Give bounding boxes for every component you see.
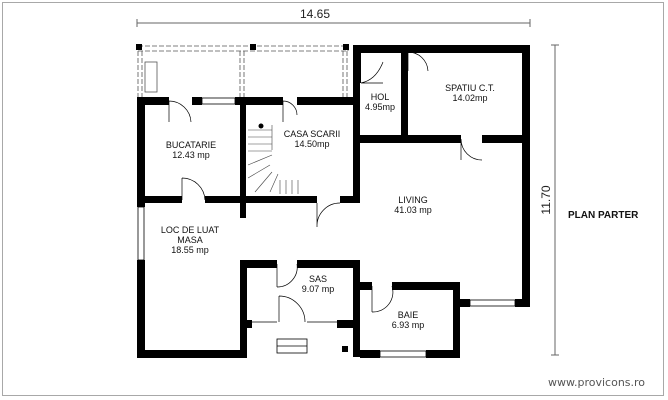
staircase (247, 125, 299, 194)
terrace-bench (144, 61, 158, 93)
terrace-pergola (137, 45, 349, 98)
height-dimension (551, 44, 559, 356)
room-sas-area: 9.07 mp (302, 284, 335, 294)
room-sas-name: SAS (309, 274, 327, 284)
width-dimension-label: 14.65 (300, 7, 330, 21)
drawing-frame (2, 2, 664, 396)
walls (137, 45, 530, 358)
room-loc-masa-name: LOC DE LUAT (161, 225, 220, 235)
room-bucatarie-area: 12.43 mp (172, 150, 210, 160)
room-baie-name: BAIE (398, 310, 419, 320)
width-dimension (136, 19, 531, 27)
website-watermark: www.provicons.ro (548, 376, 646, 389)
room-spatiu-area: 14.02mp (452, 93, 487, 103)
stair-newel (258, 123, 264, 129)
room-baie-area: 6.93 mp (392, 320, 425, 330)
plan-title: PLAN PARTER (568, 210, 639, 221)
room-bucatarie-name: BUCATARIE (166, 140, 216, 150)
room-casa-scarii-area: 14.50mp (294, 139, 329, 149)
room-living-name: LIVING (398, 195, 428, 205)
room-labels: HOL 4.95mp SPATIU C.T. 14.02mp BUCATARIE… (161, 83, 495, 330)
room-loc-masa-area: 18.55 mp (171, 245, 209, 255)
room-spatiu-name: SPATIU C.T. (445, 83, 495, 93)
terrace-posts (136, 44, 349, 50)
room-loc-masa-name2: MASA (177, 235, 203, 245)
room-hol-area: 4.95mp (365, 102, 395, 112)
room-casa-scarii-name: CASA SCARII (284, 129, 341, 139)
room-hol-name: HOL (371, 92, 390, 102)
windows (137, 97, 516, 358)
doors (168, 51, 483, 323)
height-dimension-label: 11.70 (539, 185, 553, 214)
room-living-area: 41.03 mp (394, 205, 432, 215)
